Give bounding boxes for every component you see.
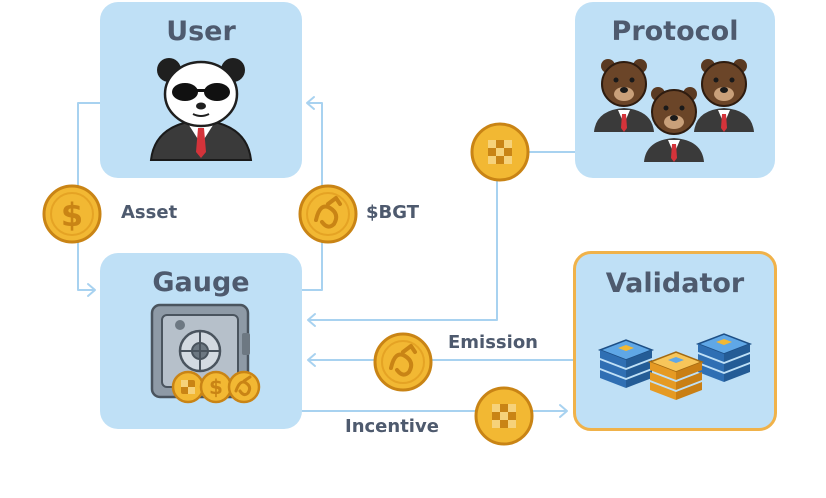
- incentive-coin-icon: [474, 386, 534, 446]
- protocol-title: Protocol: [611, 16, 739, 47]
- gauge-box: Gauge $: [100, 253, 302, 429]
- server-stack-icon: [597, 333, 753, 400]
- svg-text:$: $: [209, 375, 223, 399]
- bgt-coin-icon: [298, 184, 358, 244]
- incentive-label: Incentive: [345, 416, 439, 437]
- svg-text:$: $: [61, 196, 83, 234]
- checkered-coin-icon: [470, 122, 530, 182]
- coin-pile-icon: $: [171, 370, 261, 404]
- gauge-title: Gauge: [152, 267, 250, 298]
- panda-character-icon: [149, 58, 253, 161]
- emission-label: Emission: [448, 332, 538, 353]
- user-box: User: [100, 2, 302, 178]
- asset-label: Asset: [121, 202, 178, 223]
- user-title: User: [166, 16, 236, 47]
- safe-vault-icon: [150, 303, 250, 399]
- validator-title: Validator: [605, 268, 745, 299]
- dollar-coin-icon: $: [42, 184, 102, 244]
- protocol-box: Protocol: [575, 2, 775, 178]
- bear-group-icon: [594, 59, 754, 162]
- protocol-arrow: [308, 151, 577, 321]
- emission-coin-icon: [373, 332, 433, 392]
- bgt-label: $BGT: [366, 202, 419, 223]
- validator-box: Validator: [573, 251, 777, 431]
